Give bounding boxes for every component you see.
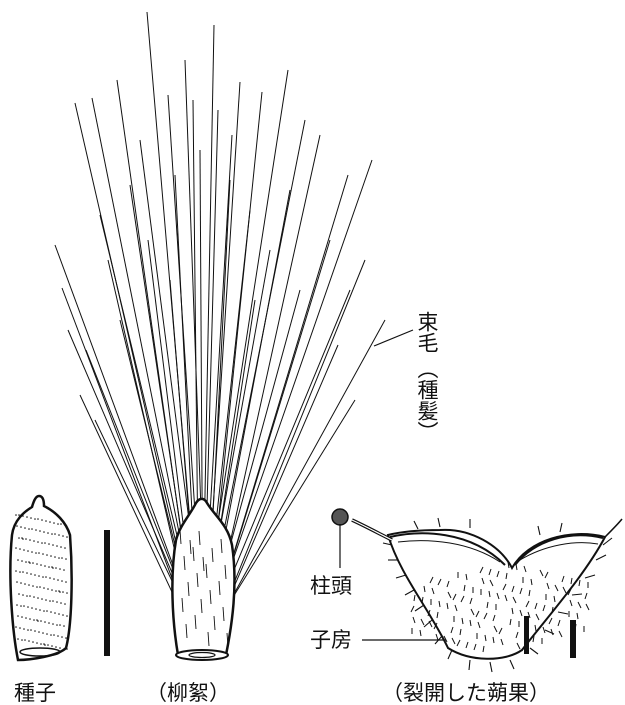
stigma-label: 柱頭 [310,576,352,597]
tuft-alt-label: （種髪） [416,358,437,442]
seed-label: 種子 [14,683,56,704]
dehisced-capsule-label: （裂開した蒴果） [382,683,550,704]
tuft-label: 束毛 [416,311,437,353]
ovary-label: 子房 [310,630,352,651]
tuft-leader-line [374,330,413,346]
willow-catkin-label: （柳絮） [146,683,230,704]
capsule-drawing [332,509,622,672]
capsule-scale-bar [570,620,576,658]
seed-drawing [10,496,71,660]
seed-scale-bar [104,530,110,656]
